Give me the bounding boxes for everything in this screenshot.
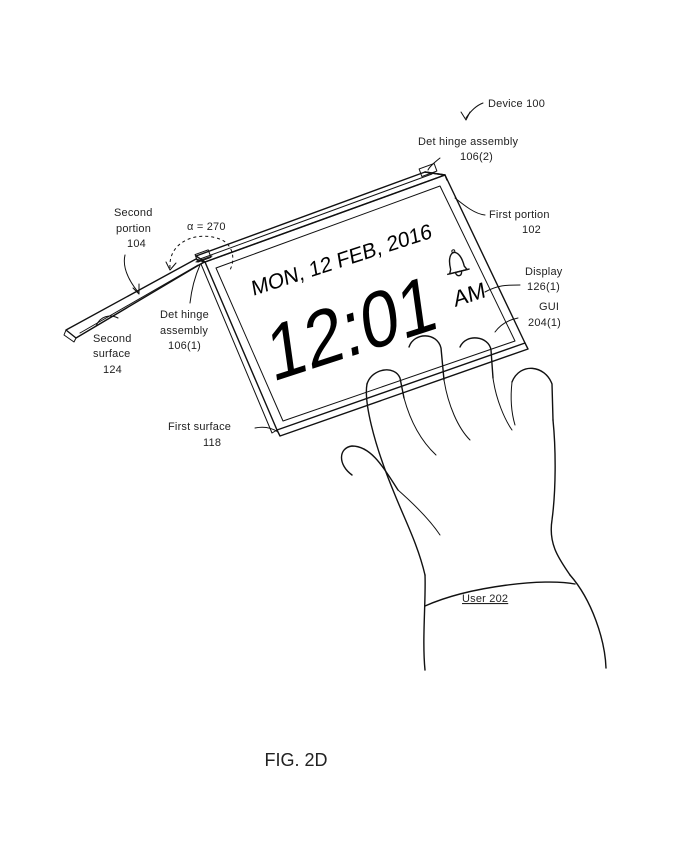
screen-ampm: AM bbox=[452, 277, 488, 312]
label-display-line1: Display bbox=[525, 266, 563, 278]
label-first-portion-line2: 102 bbox=[522, 224, 541, 236]
user-hand bbox=[340, 335, 607, 671]
label-first-surface-line1: First surface bbox=[168, 421, 231, 433]
label-det-hinge-top-line1: Det hinge assembly bbox=[418, 136, 519, 148]
bell-icon bbox=[447, 249, 470, 277]
angle-indicator bbox=[165, 235, 234, 271]
label-second-portion-line1: Second bbox=[114, 207, 153, 219]
figure-caption: FIG. 2D bbox=[264, 750, 327, 770]
label-second-portion-line3: 104 bbox=[127, 238, 146, 250]
det-hinge-assembly-106-2 bbox=[418, 163, 438, 177]
label-det-hinge-left-line2: assembly bbox=[160, 325, 208, 337]
label-device: Device 100 bbox=[488, 98, 545, 110]
leader-lines bbox=[95, 102, 521, 433]
label-display-line2: 126(1) bbox=[527, 281, 560, 293]
labels: Device 100 Det hinge assembly 106(2) Fir… bbox=[93, 98, 563, 605]
label-second-surface-line3: 124 bbox=[103, 364, 122, 376]
label-gui-line2: 204(1) bbox=[528, 317, 561, 329]
label-first-portion-line1: First portion bbox=[489, 209, 550, 221]
label-second-portion-line2: portion bbox=[116, 223, 151, 235]
label-det-hinge-left-line1: Det hinge bbox=[160, 309, 209, 321]
label-det-hinge-top-line2: 106(2) bbox=[460, 151, 493, 163]
label-second-surface-line1: Second bbox=[93, 333, 132, 345]
label-second-surface-line2: surface bbox=[93, 348, 130, 360]
label-det-hinge-left-line3: 106(1) bbox=[168, 340, 201, 352]
label-angle: α = 270 bbox=[187, 221, 226, 233]
label-user: User 202 bbox=[462, 593, 508, 605]
label-gui-line1: GUI bbox=[539, 301, 559, 313]
det-hinge-assembly-106-1 bbox=[194, 249, 213, 263]
label-first-surface-line2: 118 bbox=[203, 437, 221, 449]
